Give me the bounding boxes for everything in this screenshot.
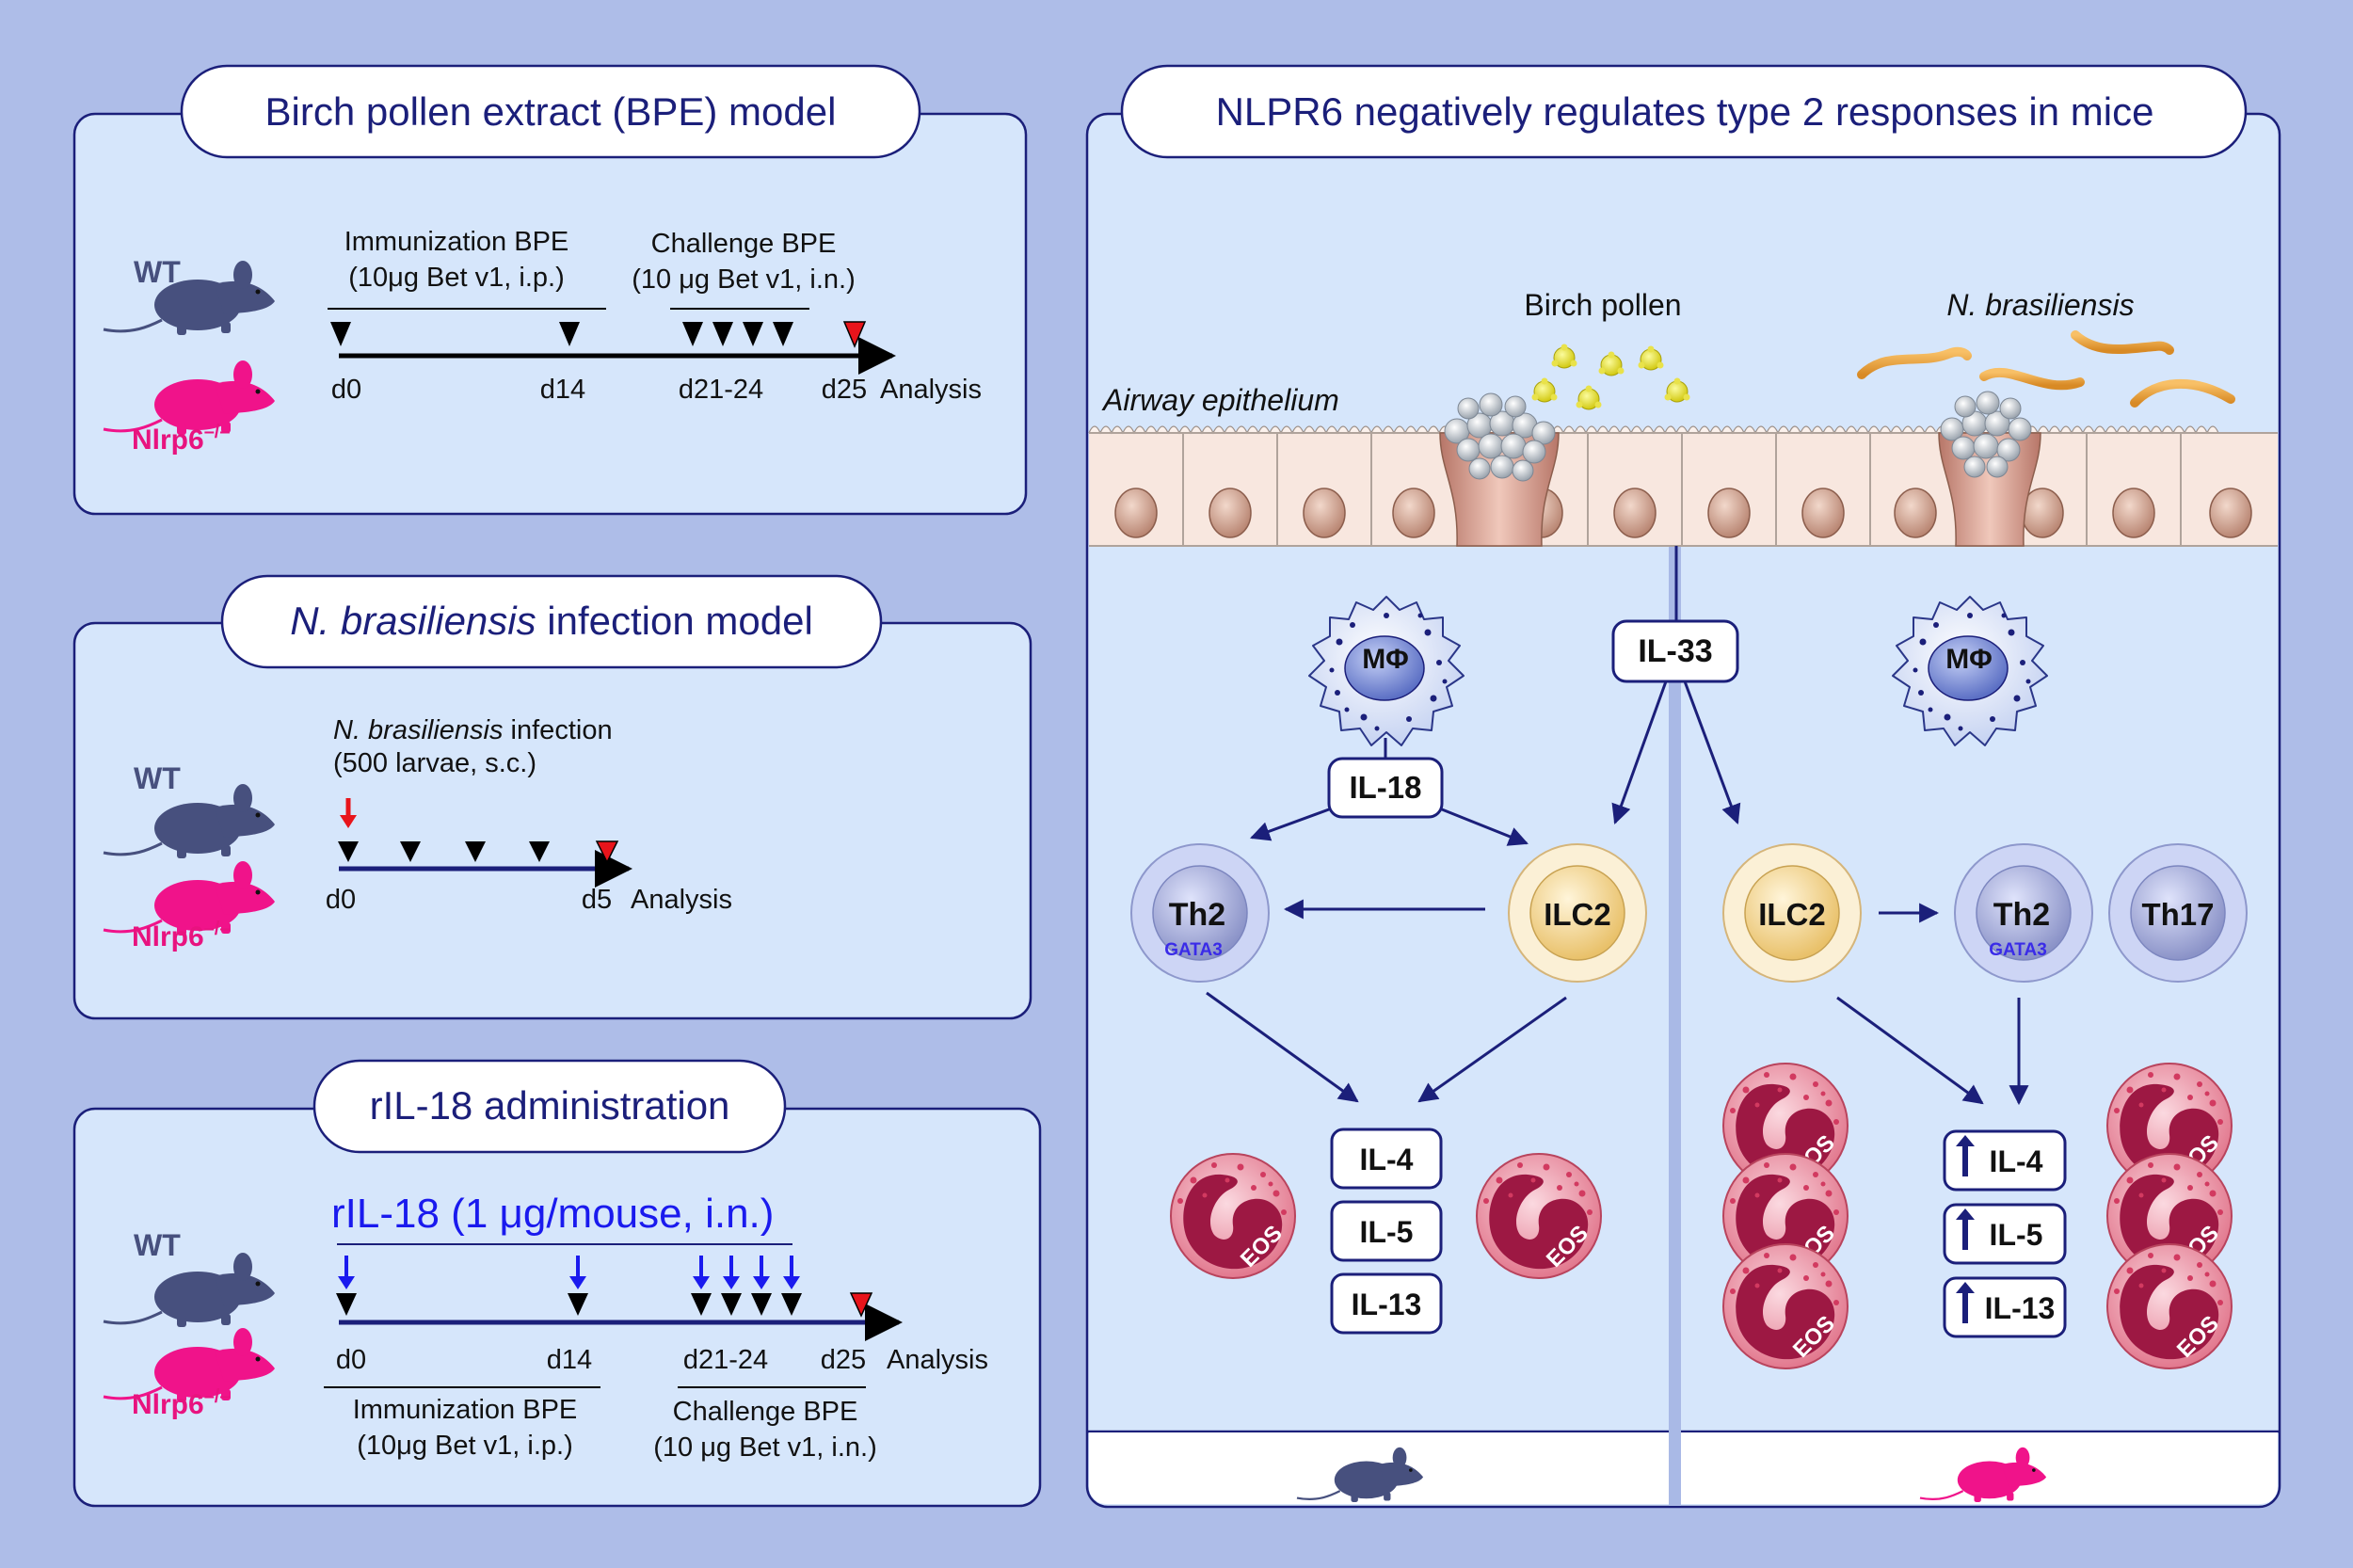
nb-tick-d5: d5 (582, 885, 612, 915)
worm-icon (2071, 330, 2174, 355)
il33-box (1611, 619, 1739, 683)
panel-bpe-title: Birch pollen extract (BPE) model (265, 89, 837, 134)
left-il5-label: IL-5 (1360, 1215, 1414, 1249)
ilc2-label: ILC2 (1758, 897, 1826, 932)
infection-red-arrow-icon (340, 798, 357, 828)
right-il13-label: IL-13 (1985, 1291, 2056, 1325)
worm-icon (1857, 346, 1972, 379)
nlrp6-ko-label: Nlrp6–/– (132, 1386, 231, 1420)
th2-label: Th2 (1169, 897, 1225, 933)
panel-ril18-model: rIL-18 administration WT Nlrp6–/– rIL-18… (72, 1059, 1042, 1508)
gata3-label: GATA3 (1989, 940, 2047, 960)
birch-pollen-label: Birch pollen (1524, 288, 1681, 322)
eosinophil-cell: EOS (1476, 1153, 1602, 1279)
nb-markers (338, 840, 619, 864)
bpe-tick-d25: d25 (822, 375, 867, 405)
th17-label: Th17 (2141, 897, 2214, 932)
th17-cell: Th17 (2108, 843, 2248, 983)
il18-box (1327, 757, 1444, 819)
il33-label: IL-33 (1638, 633, 1712, 669)
worm-icon (2130, 378, 2235, 408)
goblet-cell (1439, 392, 1560, 547)
panel-main-mechanism: NLPR6 negatively regulates type 2 respon… (1085, 64, 2281, 1509)
infection-label-2: (500 larvae, s.c.) (333, 748, 536, 778)
ril18-immunization-1: Immunization BPE (353, 1395, 578, 1425)
ril18-tick-d14: d14 (547, 1345, 592, 1375)
up-arrow-icon (1956, 1208, 1975, 1250)
nlrp6-ko-label: Nlrp6–/– (132, 919, 231, 952)
ilc2-label: ILC2 (1544, 897, 1611, 932)
nb-worms (1857, 330, 2235, 408)
right-cytokines: IL-4 IL-5 IL-13 (1943, 1129, 2067, 1338)
eosinophil-icon (1722, 1243, 1849, 1369)
left-cytokines: IL-4 IL-5 IL-13 (1330, 1128, 1443, 1335)
main-title: NLPR6 negatively regulates type 2 respon… (1216, 89, 2154, 134)
up-arrow-icon (1956, 1282, 1975, 1323)
immunization-label-1: Immunization BPE (344, 227, 569, 257)
epithelial-nuclei (1114, 488, 2252, 538)
right-il5-label: IL-5 (1990, 1218, 2043, 1252)
eosinophil-icon (1476, 1153, 1602, 1279)
infection-label-1: N. brasiliensis infection (333, 715, 613, 745)
macrophage-label: MΦ (1945, 644, 1993, 675)
th2-cell-left: Th2 GATA3 (1130, 843, 1270, 983)
th2-cell-right: Th2 GATA3 (1954, 843, 2093, 983)
right-il4-label: IL-4 (1990, 1144, 2043, 1178)
ilc2-cell-left: ILC2 (1508, 843, 1647, 983)
ilc2-cell-right: ILC2 (1722, 843, 1862, 983)
th2-label: Th2 (1993, 897, 2050, 933)
ril18-dose-label: rIL-18 (1 μg/mouse, i.n.) (331, 1191, 774, 1237)
wt-label: WT (134, 1228, 181, 1262)
left-il13-label: IL-13 (1352, 1288, 1422, 1321)
panel-ril18-title: rIL-18 administration (370, 1083, 730, 1128)
il18-label: IL-18 (1349, 770, 1421, 805)
panel-nb-title: N. brasiliensis infection model (290, 599, 813, 643)
ril18-challenge-2: (10 μg Bet v1, i.n.) (653, 1432, 877, 1463)
ril18-tick-d0: d0 (336, 1345, 366, 1375)
ril18-analysis-label: Analysis (887, 1345, 988, 1375)
ril18-immunization-2: (10μg Bet v1, i.p.) (357, 1431, 572, 1461)
wt-label: WT (134, 255, 181, 289)
ril18-markers (336, 1292, 873, 1318)
bpe-markers (330, 321, 867, 348)
up-arrow-icon (1956, 1135, 1975, 1176)
eosinophil-cell: EOS (1170, 1153, 1296, 1279)
challenge-label-2: (10 μg Bet v1, i.n.) (632, 264, 856, 295)
airway-epithelium (1088, 391, 2278, 547)
airway-epithelium-label: Airway epithelium (1101, 383, 1339, 417)
eosinophil-stack-left: EOS EOS EOS (1722, 1063, 1849, 1369)
nb-analysis-label: Analysis (631, 885, 732, 915)
nb-tick-d0: d0 (326, 885, 356, 915)
immunization-label-2: (10μg Bet v1, i.p.) (348, 263, 564, 293)
worm-icon (1979, 367, 2085, 391)
gata3-label: GATA3 (1164, 940, 1223, 960)
challenge-label-1: Challenge BPE (651, 229, 837, 259)
ril18-challenge-1: Challenge BPE (673, 1397, 858, 1427)
bpe-tick-d0: d0 (331, 375, 361, 405)
wt-label: WT (134, 761, 181, 795)
panel-bpe-model: Birch pollen extract (BPE) model WT Nlrp… (72, 64, 1028, 516)
eosinophil-icon (2106, 1243, 2233, 1369)
bpe-tick-d14: d14 (540, 375, 585, 405)
macrophage-label: MΦ (1362, 644, 1409, 675)
eosinophil-icon (1170, 1153, 1296, 1279)
ril18-tick-d21-24: d21-24 (683, 1345, 768, 1375)
nlrp6-ko-label: Nlrp6–/– (132, 422, 231, 456)
eosinophil-stack-right: EOS EOS EOS (2106, 1063, 2233, 1369)
bpe-analysis-label: Analysis (880, 375, 982, 405)
bpe-tick-d21-24: d21-24 (679, 375, 763, 405)
goblet-cell (1938, 391, 2041, 547)
panel-nb-model: N. brasiliensis infection model WT Nlrp6… (72, 574, 1032, 1020)
ril18-blue-arrows (338, 1256, 800, 1289)
ril18-tick-d25: d25 (821, 1345, 866, 1375)
nb-label: N. brasiliensis (1946, 288, 2134, 322)
left-il4-label: IL-4 (1360, 1143, 1414, 1176)
